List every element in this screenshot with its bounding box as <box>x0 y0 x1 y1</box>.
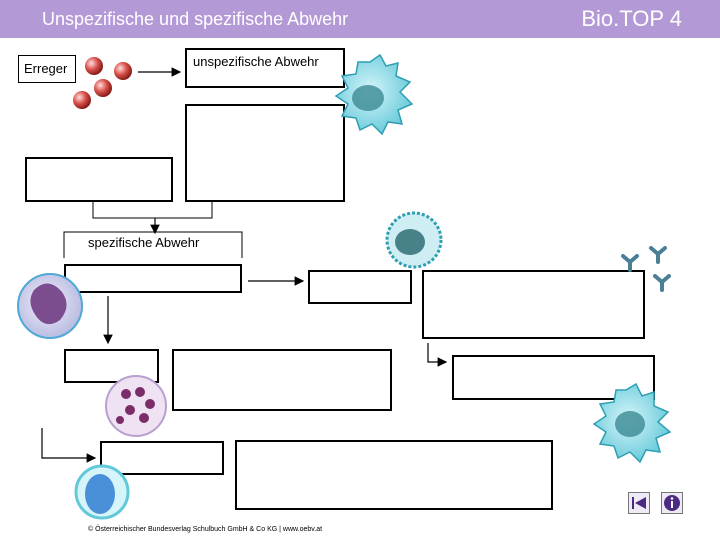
header-bar: Unspezifische und spezifische Abwehr Bio… <box>0 0 720 38</box>
pathogen-3 <box>94 79 112 97</box>
antibody-3 <box>653 274 671 292</box>
answer-box-9[interactable] <box>100 441 224 475</box>
unspecific-defense-box: unspezifische Abwehr <box>185 48 345 88</box>
specific-frame <box>63 231 243 258</box>
erreger-box: Erreger <box>18 55 76 83</box>
macrophage-cell-1 <box>334 53 414 136</box>
pathogen-2 <box>114 62 132 80</box>
page-title: Unspezifische und spezifische Abwehr <box>42 9 349 29</box>
plasma-cell-1 <box>17 273 83 339</box>
info-icon <box>664 495 680 511</box>
macrophage-cell-2 <box>385 211 443 269</box>
specific-defense-label: spezifische Abwehr <box>88 235 200 250</box>
info-button[interactable] <box>661 492 683 514</box>
bracket-connector <box>92 202 213 219</box>
answer-box-3[interactable] <box>64 264 242 293</box>
footer-copyright: © Österreichischer Bundesverlag Schulbuc… <box>88 526 323 533</box>
answer-box-5[interactable] <box>422 270 645 339</box>
answer-box-4[interactable] <box>308 270 412 304</box>
brand-logo: Bio.TOP 4 <box>581 6 682 31</box>
pathogen-4 <box>73 91 91 109</box>
answer-box-10[interactable] <box>235 440 553 510</box>
answer-box-7[interactable] <box>172 349 392 411</box>
arrow-to-box-9 <box>41 428 97 463</box>
answer-box-1[interactable] <box>185 104 345 202</box>
erreger-label: Erreger <box>24 61 68 76</box>
answer-box-2[interactable] <box>25 157 173 202</box>
arrow-to-box-8 <box>427 343 448 367</box>
skip-back-icon <box>632 497 646 509</box>
antibody-2 <box>649 246 667 264</box>
pathogen-1 <box>85 57 103 75</box>
back-button[interactable] <box>628 492 650 514</box>
lymphocyte-cell <box>74 464 130 520</box>
unspecific-defense-label: unspezifische Abwehr <box>193 54 319 69</box>
granulocyte-cell <box>105 375 167 437</box>
macrophage-cell-3 <box>592 382 672 464</box>
antibody-1 <box>621 254 639 272</box>
